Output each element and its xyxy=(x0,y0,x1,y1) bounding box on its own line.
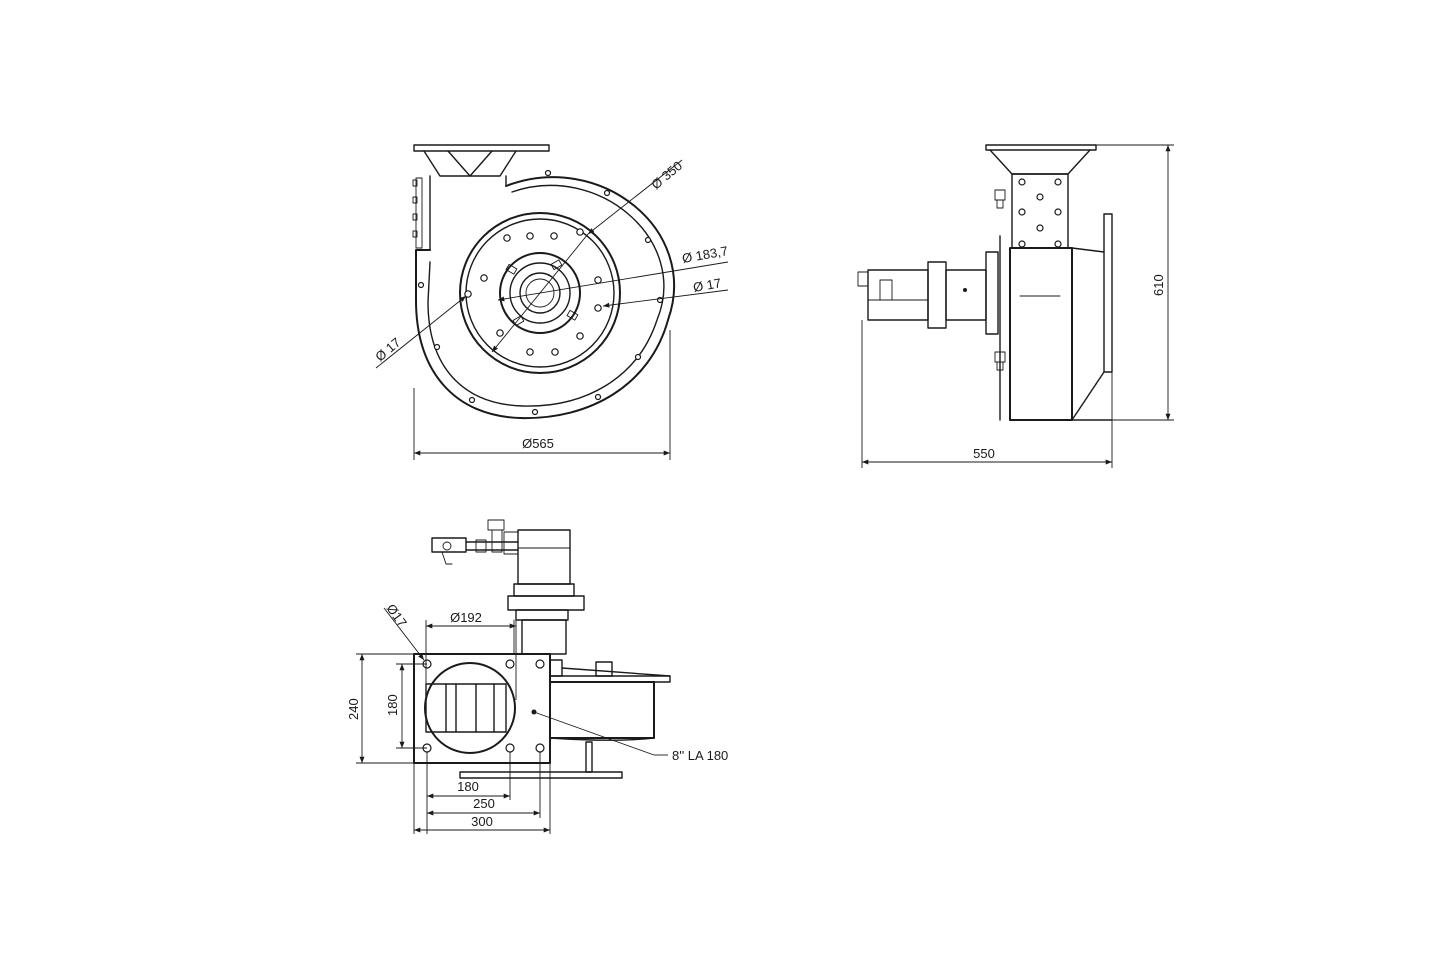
inlet-ring-outer xyxy=(459,212,621,374)
dim-610-label: 610 xyxy=(1151,274,1166,296)
inlet-view: 8'' LA 180 Ø17 Ø192 240 180 180 250 300 xyxy=(346,519,728,834)
base-rail xyxy=(459,771,623,779)
dim-240-label: 240 xyxy=(346,698,361,720)
dim-192-label: Ø192 xyxy=(450,610,482,625)
casing-bolts xyxy=(417,169,664,416)
dim-17-left-label: Ø 17 xyxy=(372,335,403,365)
dim-17-left-leader xyxy=(375,295,467,369)
fan-casing xyxy=(549,681,655,739)
inlet-square-flange xyxy=(413,653,551,764)
side-motor-flange xyxy=(985,251,999,335)
hub-outer xyxy=(499,252,581,334)
side-inlet-flange xyxy=(1103,213,1113,373)
dim-183-leader xyxy=(497,261,729,302)
dim-565-label: Ø565 xyxy=(522,436,554,451)
hub-bore xyxy=(519,272,561,314)
side-top-flange xyxy=(985,144,1097,151)
valve-box xyxy=(431,537,467,553)
motor-base xyxy=(507,595,585,611)
front-view: Ø565 Ø 350 Ø 183,7 Ø 17 Ø 17 xyxy=(372,144,729,460)
dim-250-label: 250 xyxy=(473,796,495,811)
dim-550-label: 550 xyxy=(973,446,995,461)
side-motor-body xyxy=(867,269,929,321)
outlet-transition xyxy=(423,150,517,177)
dim-350-label: Ø 350 xyxy=(648,158,685,192)
side-view: 550 610 xyxy=(857,144,1174,468)
dim-17-right-label: Ø 17 xyxy=(692,275,722,295)
side-bracket xyxy=(415,177,423,249)
inlet-opening xyxy=(424,662,516,754)
side-bolts xyxy=(994,189,1006,371)
inlet-ring-holes xyxy=(464,228,602,356)
dim-300-label: 300 xyxy=(471,814,493,829)
scroll-casing xyxy=(415,176,675,420)
dim-180-vertical-label: 180 xyxy=(385,694,400,716)
hub-ring xyxy=(509,262,571,324)
side-plate-holes xyxy=(1018,178,1062,248)
flange-holes xyxy=(422,659,545,753)
dim-17-right-leader xyxy=(602,289,729,308)
motor-label-leader xyxy=(533,711,655,756)
dim-180-label: 180 xyxy=(457,779,479,794)
motor-body xyxy=(517,529,571,585)
side-motor-housing xyxy=(927,261,947,329)
motor-label: 8'' LA 180 xyxy=(672,748,728,763)
top-flange xyxy=(413,144,550,152)
side-motor-neck xyxy=(945,269,987,321)
dim-17-label: Ø17 xyxy=(384,601,410,630)
dim-350-leader xyxy=(587,159,683,235)
dim-17-leader xyxy=(383,607,425,661)
dim-183-label: Ø 183,7 xyxy=(681,243,729,266)
side-casing xyxy=(1009,247,1073,421)
scroll-inner xyxy=(427,184,665,407)
bracket-bolts xyxy=(412,179,418,238)
motor-shaft-housing xyxy=(521,619,567,655)
motor-flange xyxy=(513,583,575,597)
